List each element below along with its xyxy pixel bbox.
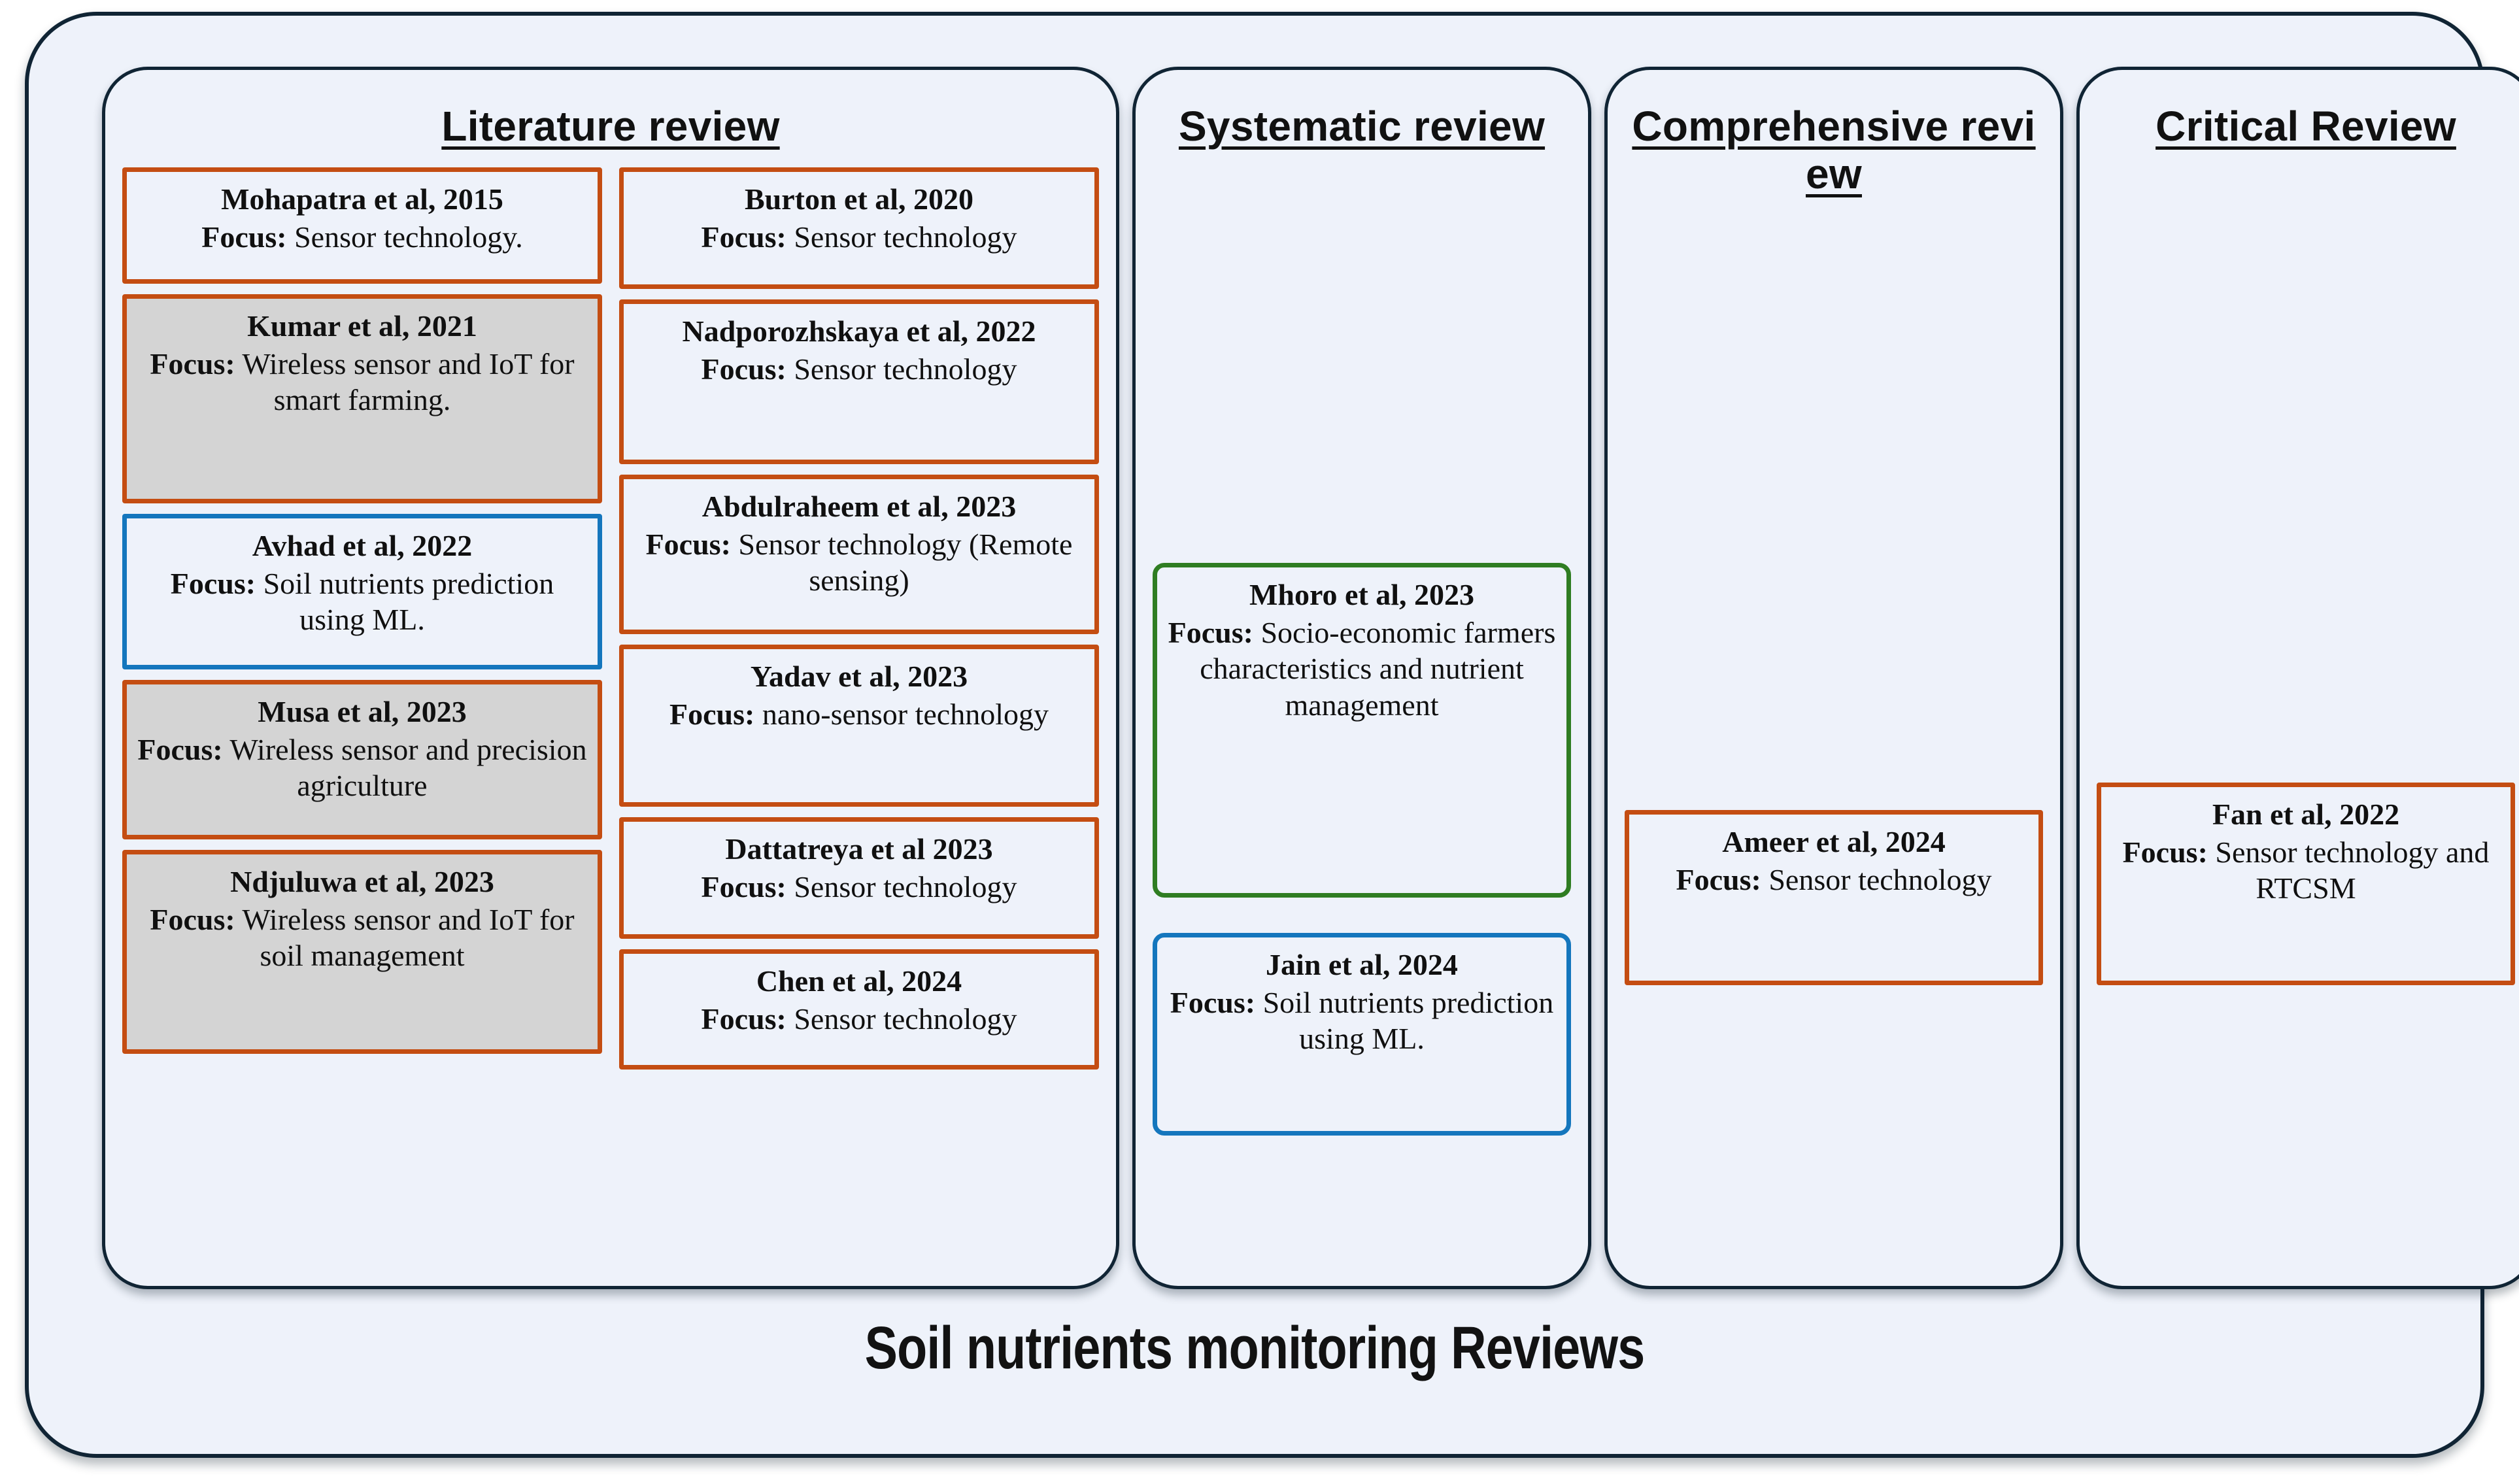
card-citation: Jain et al, 2024 xyxy=(1266,948,1458,981)
literature-right-subcolumn: Burton et al, 2020 Focus: Sensor technol… xyxy=(619,167,1099,1070)
card-focus: Focus: Wireless sensor and IoT for soil … xyxy=(135,902,590,974)
card-citation: Fan et al, 2022 xyxy=(2212,798,2400,831)
focus-label: Focus: xyxy=(669,697,755,731)
column-systematic-review: Systematic review Mhoro et al, 2023 Focu… xyxy=(1132,67,1591,1289)
card-focus: Focus: Wireless sensor and precision agr… xyxy=(135,732,590,804)
card-focus: Focus: Sensor technology and RTCSM xyxy=(2109,834,2503,907)
focus-text: nano-sensor technology xyxy=(754,697,1049,731)
card-citation: Chen et al, 2024 xyxy=(756,964,962,998)
focus-label: Focus: xyxy=(1676,862,1761,896)
spacer-top xyxy=(1153,150,1571,563)
focus-text: Soil nutrients prediction using ML. xyxy=(1255,985,1554,1056)
study-card-chen-2024[interactable]: Chen et al, 2024 Focus: Sensor technolog… xyxy=(619,949,1099,1070)
study-card-avhad-2022[interactable]: Avhad et al, 2022 Focus: Soil nutrients … xyxy=(122,513,602,669)
card-citation: Avhad et al, 2022 xyxy=(252,528,473,562)
column-literature-review: Literature review Mohapatra et al, 2015 … xyxy=(102,67,1119,1289)
card-focus: Focus: Sensor technology xyxy=(632,1001,1087,1037)
card-focus: Focus: Sensor technology (Remote sensing… xyxy=(632,526,1087,599)
focus-label: Focus: xyxy=(701,220,786,254)
focus-text: Sensor technology xyxy=(786,1002,1017,1036)
focus-label: Focus: xyxy=(1170,985,1256,1019)
comprehensive-card-stack: Ameer et al, 2024 Focus: Sensor technolo… xyxy=(1625,198,2043,1266)
card-citation: Musa et al, 2023 xyxy=(258,694,467,728)
focus-text: Sensor technology xyxy=(1761,862,1992,896)
study-card-mohapatra-2015[interactable]: Mohapatra et al, 2015 Focus: Sensor tech… xyxy=(122,167,602,284)
card-citation: Ameer et al, 2024 xyxy=(1722,825,1946,858)
critical-card-stack: Fan et al, 2022 Focus: Sensor technology… xyxy=(2097,150,2515,1266)
diagram-container: Literature review Mohapatra et al, 2015 … xyxy=(25,12,2519,1458)
literature-left-subcolumn: Mohapatra et al, 2015 Focus: Sensor tech… xyxy=(122,167,602,1054)
focus-text: Sensor technology (Remote sensing) xyxy=(730,527,1073,598)
card-focus: Focus: Sensor technology xyxy=(632,219,1087,256)
study-card-yadav-2023[interactable]: Yadav et al, 2023 Focus: nano-sensor tec… xyxy=(619,644,1099,807)
focus-label: Focus: xyxy=(170,566,256,600)
focus-text: Wireless sensor and IoT for smart farmin… xyxy=(235,346,575,417)
study-card-musa-2023[interactable]: Musa et al, 2023 Focus: Wireless sensor … xyxy=(122,679,602,839)
card-focus: Focus: Sensor technology xyxy=(1637,862,2031,898)
study-card-burton-2020[interactable]: Burton et al, 2020 Focus: Sensor technol… xyxy=(619,167,1099,289)
column-heading-systematic-review: Systematic review xyxy=(1178,103,1546,150)
focus-label: Focus: xyxy=(701,1002,786,1036)
study-card-kumar-2021[interactable]: Kumar et al, 2021 Focus: Wireless sensor… xyxy=(122,294,602,503)
card-citation: Ndjuluwa et al, 2023 xyxy=(230,864,494,898)
card-citation: Mohapatra et al, 2015 xyxy=(221,182,503,216)
systematic-card-stack: Mhoro et al, 2023 Focus: Socio-economic … xyxy=(1153,150,1571,1266)
focus-label: Focus: xyxy=(701,352,786,386)
focus-text: Sensor technology and RTCSM xyxy=(2207,835,2490,905)
focus-text: Sensor technology xyxy=(786,869,1017,903)
card-focus: Focus: Sensor technology. xyxy=(135,219,590,256)
focus-text: Wireless sensor and IoT for soil managem… xyxy=(235,902,575,973)
focus-label: Focus: xyxy=(201,220,287,254)
diagram-overall-title: Soil nutrients monitoring Reviews xyxy=(864,1315,1646,1381)
focus-label: Focus: xyxy=(701,869,786,903)
study-card-nadporozhskaya-2022[interactable]: Nadporozhskaya et al, 2022 Focus: Sensor… xyxy=(619,299,1099,464)
focus-text: Sensor technology. xyxy=(286,220,523,254)
spacer-between-cards xyxy=(1153,898,1571,933)
card-focus: Focus: Sensor technology xyxy=(632,351,1087,388)
card-focus: Focus: Sensor technology xyxy=(632,869,1087,905)
focus-text: Socio-economic farmers characteristics a… xyxy=(1200,615,1556,722)
study-card-dattatreya-2023[interactable]: Dattatreya et al 2023 Focus: Sensor tech… xyxy=(619,817,1099,939)
card-citation: Yadav et al, 2023 xyxy=(750,659,968,693)
focus-label: Focus: xyxy=(1168,615,1253,649)
card-citation: Burton et al, 2020 xyxy=(744,182,974,216)
study-card-fan-2022[interactable]: Fan et al, 2022 Focus: Sensor technology… xyxy=(2097,783,2515,985)
card-citation: Abdulraheem et al, 2023 xyxy=(702,489,1017,523)
column-heading-critical-review: Critical Review xyxy=(2156,103,2456,150)
review-category-columns: Literature review Mohapatra et al, 2015 … xyxy=(102,67,2519,1289)
focus-text: Sensor technology xyxy=(786,220,1017,254)
card-citation: Kumar et al, 2021 xyxy=(247,309,477,343)
column-comprehensive-review: Comprehensive review Ameer et al, 2024 F… xyxy=(1604,67,2063,1289)
card-focus: Focus: Wireless sensor and IoT for smart… xyxy=(135,346,590,418)
card-citation: Dattatreya et al 2023 xyxy=(725,832,993,866)
focus-text: Soil nutrients prediction using ML. xyxy=(256,566,554,637)
study-card-jain-2024[interactable]: Jain et al, 2024 Focus: Soil nutrients p… xyxy=(1153,933,1571,1136)
spacer-top xyxy=(1625,198,2043,810)
literature-card-grid: Mohapatra et al, 2015 Focus: Sensor tech… xyxy=(122,167,1099,1266)
card-focus: Focus: nano-sensor technology xyxy=(632,696,1087,733)
study-card-ndjuluwa-2023[interactable]: Ndjuluwa et al, 2023 Focus: Wireless sen… xyxy=(122,849,602,1054)
card-focus: Focus: Soil nutrients prediction using M… xyxy=(1165,985,1559,1057)
column-heading-comprehensive-review: Comprehensive review xyxy=(1632,103,2036,197)
spacer-bottom xyxy=(1153,1136,1571,1266)
card-focus: Focus: Socio-economic farmers characteri… xyxy=(1165,615,1559,724)
spacer-bottom xyxy=(2097,985,2515,1266)
spacer-bottom xyxy=(1625,985,2043,1266)
study-card-mhoro-2023[interactable]: Mhoro et al, 2023 Focus: Socio-economic … xyxy=(1153,563,1571,898)
focus-label: Focus: xyxy=(150,902,235,936)
focus-label: Focus: xyxy=(2122,835,2208,869)
focus-label: Focus: xyxy=(645,527,731,561)
column-critical-review: Critical Review Fan et al, 2022 Focus: S… xyxy=(2076,67,2519,1289)
column-heading-literature-review: Literature review xyxy=(441,103,780,150)
card-focus: Focus: Soil nutrients prediction using M… xyxy=(135,565,590,638)
focus-label: Focus: xyxy=(137,732,223,766)
study-card-ameer-2024[interactable]: Ameer et al, 2024 Focus: Sensor technolo… xyxy=(1625,810,2043,985)
focus-text: Sensor technology xyxy=(786,352,1017,386)
focus-text: Wireless sensor and precision agricultur… xyxy=(222,732,587,803)
card-citation: Nadporozhskaya et al, 2022 xyxy=(682,314,1036,348)
study-card-abdulraheem-2023[interactable]: Abdulraheem et al, 2023 Focus: Sensor te… xyxy=(619,474,1099,634)
spacer-top xyxy=(2097,150,2515,783)
card-citation: Mhoro et al, 2023 xyxy=(1249,578,1475,611)
focus-label: Focus: xyxy=(150,346,235,380)
